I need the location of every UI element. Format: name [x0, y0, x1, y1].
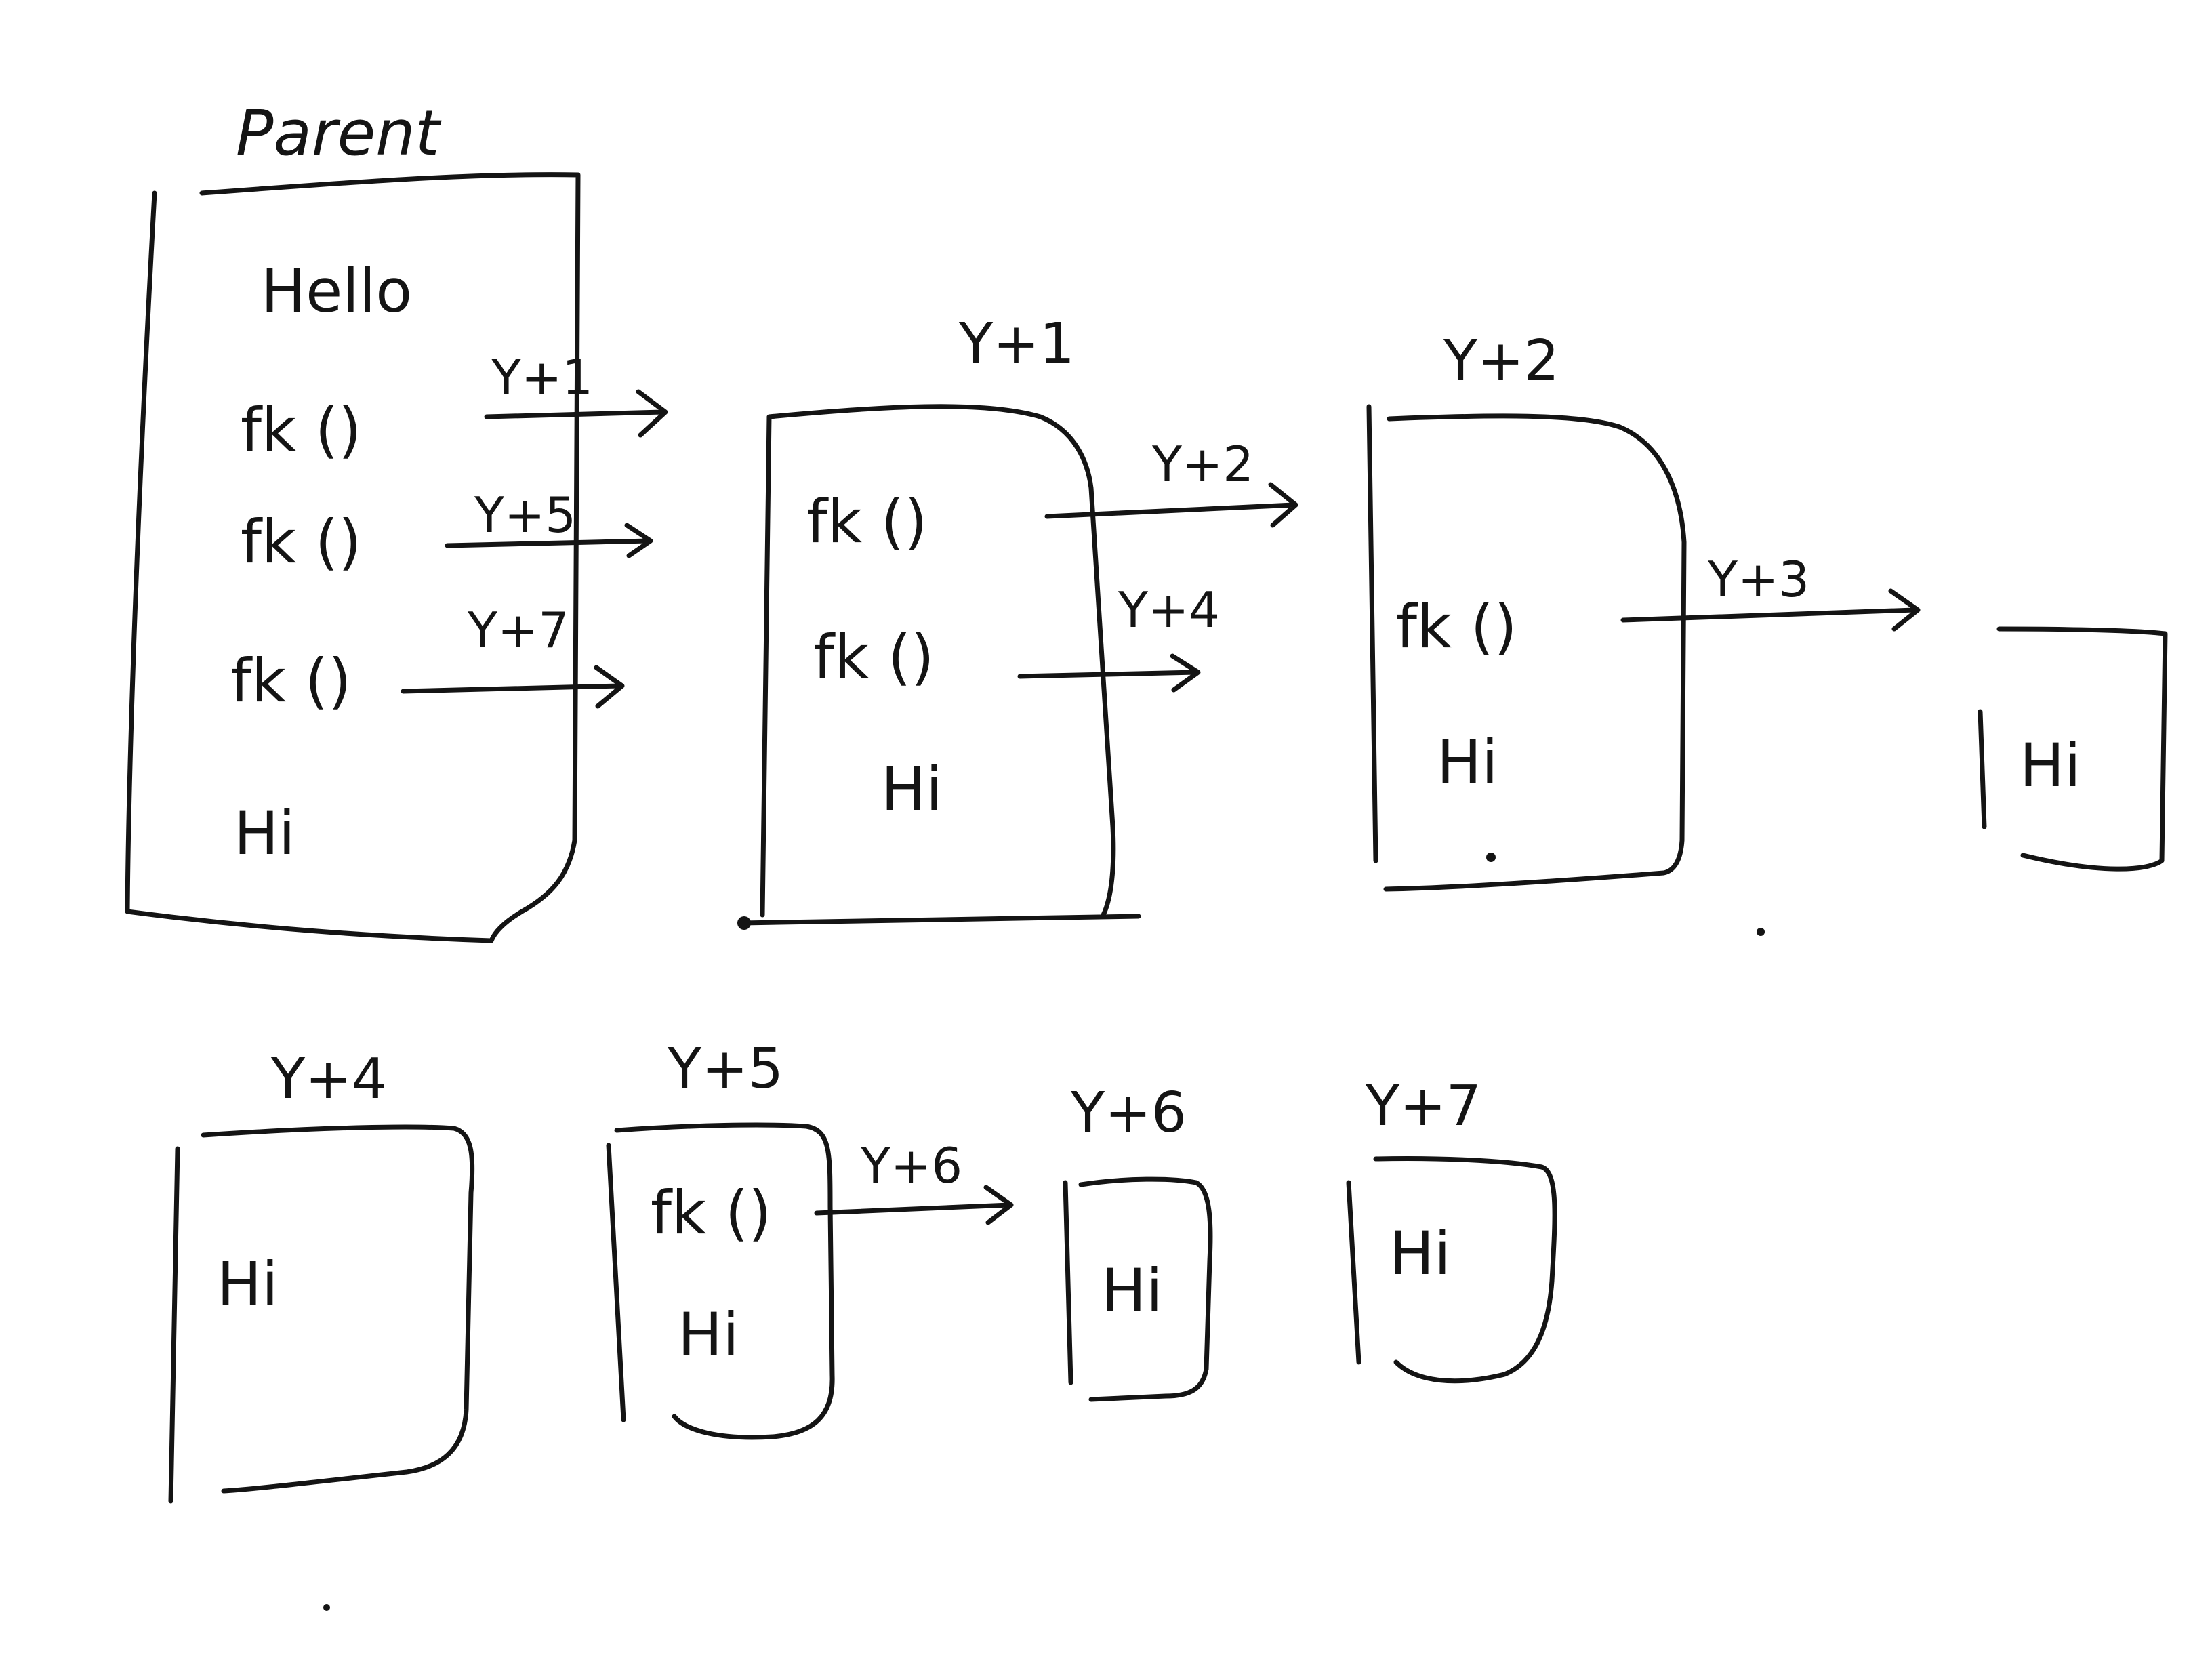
y5-line-hi: Hi [678, 1300, 739, 1370]
y1-line-fork-2: fk () [813, 622, 935, 692]
y4-box-outline [168, 1124, 475, 1504]
y5-line-fork: fk () [651, 1178, 772, 1248]
parent-line-hi: Hi [234, 798, 295, 868]
y6-box-outline [1063, 1176, 1213, 1402]
y1-label: Y+1 [958, 312, 1075, 376]
y4-line-hi: Hi [217, 1249, 279, 1319]
parent-line-hello: Hello [261, 256, 412, 326]
y7-line-hi: Hi [1389, 1218, 1451, 1288]
process-box-y2: Y+2 fk () Hi Y+3 [1366, 329, 1921, 892]
parent-arrow-1 [484, 389, 668, 438]
parent-box-outline [125, 172, 581, 943]
y7-box-outline [1346, 1156, 1557, 1384]
y5-arrow-1 [814, 1185, 1014, 1225]
y2-arrow-1 [1620, 588, 1921, 632]
y2-line-hi: Hi [1437, 727, 1498, 797]
y1-line-hi: Hi [881, 754, 943, 824]
y2-label: Y+2 [1443, 329, 1559, 393]
y5-label: Y+5 [667, 1037, 783, 1101]
y1-arrow-1-label: Y+2 [1151, 436, 1254, 493]
parent-arrow-2 [445, 523, 653, 558]
y5-box-outline [606, 1122, 835, 1440]
parent-process-box: Parent Hello fk () fk () fk () Hi Y+1 Y+… [125, 97, 668, 943]
y1-box-outline [739, 404, 1141, 926]
y6-line-hi: Hi [1101, 1256, 1163, 1326]
parent-arrow-2-label: Y+5 [474, 487, 576, 544]
y3-box-outline [1978, 626, 2168, 872]
y7-label: Y+7 [1365, 1074, 1481, 1139]
parent-arrow-3-label: Y+7 [467, 602, 569, 659]
y2-arrow-1-label: Y+3 [1707, 551, 1809, 608]
parent-arrow-1-label: Y+1 [491, 349, 593, 406]
parent-arrow-3 [401, 665, 625, 709]
parent-line-fork-2: fk () [241, 507, 362, 577]
y3-line-hi: Hi [2020, 731, 2081, 800]
process-box-y4: Y+4 Hi [168, 1047, 475, 1504]
y2-box-outline [1366, 404, 1687, 892]
y2-line-fork: fk () [1396, 592, 1517, 661]
process-box-y3: Hi [1978, 626, 2168, 872]
y1-arrow-2-label: Y+4 [1118, 581, 1220, 638]
process-box-y6: Y+6 Hi [1063, 1081, 1213, 1402]
y1-line-fork-1: fk () [806, 487, 928, 556]
process-box-y5: Y+5 fk () Hi Y+6 [606, 1037, 1014, 1440]
parent-line-fork-3: fk () [230, 646, 352, 716]
parent-title: Parent [236, 97, 442, 169]
y5-arrow-1-label: Y+6 [860, 1137, 962, 1194]
process-box-y1: Y+1 fk () fk () Hi Y+2 Y+4 [737, 312, 1298, 930]
y4-label: Y+4 [270, 1047, 387, 1111]
parent-line-fork-1: fk () [241, 395, 362, 465]
y1-arrow-2 [1017, 653, 1201, 693]
process-box-y7: Y+7 Hi [1346, 1074, 1557, 1384]
y1-arrow-1 [1044, 482, 1298, 528]
y6-label: Y+6 [1070, 1081, 1187, 1145]
